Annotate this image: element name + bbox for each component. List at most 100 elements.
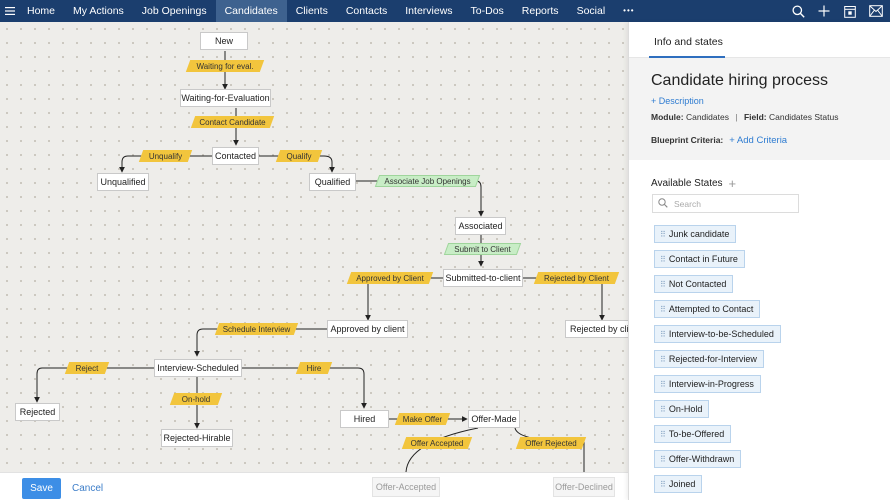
search-icon[interactable]	[790, 3, 806, 19]
transition-approved-by-client[interactable]: Approved by Client	[346, 272, 434, 284]
state-chip-label: Junk candidate	[668, 229, 730, 239]
drag-handle-icon[interactable]: ⠿	[660, 404, 666, 414]
transition-label: Waiting for eval.	[196, 61, 254, 71]
drag-handle-icon[interactable]: ⠿	[660, 254, 666, 264]
transition-make-offer[interactable]: Make Offer	[394, 413, 451, 425]
blueprint-canvas[interactable]: New Waiting-for-Evaluation Contacted Unq…	[0, 22, 628, 472]
drag-handle-icon[interactable]: ⠿	[660, 429, 666, 439]
transition-unqualify[interactable]: Unqualify	[138, 150, 193, 162]
nav-social[interactable]: Social	[576, 5, 606, 17]
state-chip[interactable]: ⠿To-be-Offered	[654, 425, 732, 443]
state-chip-label: Rejected-for-Interview	[668, 354, 757, 364]
add-description-link[interactable]: + Description	[651, 96, 704, 106]
state-offer-accepted[interactable]: Offer-Accepted	[372, 477, 440, 497]
transition-label: Reject	[75, 363, 99, 373]
state-contacted[interactable]: Contacted	[212, 147, 259, 165]
transition-hire[interactable]: Hire	[295, 362, 333, 374]
transition-label: Unqualify	[148, 151, 183, 161]
state-rejected[interactable]: Rejected	[15, 403, 60, 421]
state-interview-scheduled[interactable]: Interview-Scheduled	[154, 359, 242, 377]
drag-handle-icon[interactable]: ⠿	[660, 354, 666, 364]
save-button[interactable]: Save	[22, 478, 61, 499]
transition-contact-candidate[interactable]: Contact Candidate	[190, 116, 275, 128]
transition-reject[interactable]: Reject	[64, 362, 110, 374]
transition-qualify[interactable]: Qualify	[275, 150, 323, 162]
state-chip-label: Interview-to-be-Scheduled	[668, 329, 774, 339]
state-chip[interactable]: ⠿Attempted to Contact	[654, 300, 761, 318]
state-submitted-to-client[interactable]: Submitted-to-client	[443, 269, 523, 287]
state-waiting-for-evaluation[interactable]: Waiting-for-Evaluation	[180, 89, 271, 107]
state-associated[interactable]: Associated	[455, 217, 506, 235]
state-search-box[interactable]	[652, 194, 799, 213]
state-chip[interactable]: ⠿Interview-in-Progress	[654, 375, 761, 393]
transition-on-hold[interactable]: On-hold	[169, 393, 223, 405]
drag-handle-icon[interactable]: ⠿	[660, 304, 666, 314]
search-icon	[658, 197, 668, 211]
hamburger-menu-icon[interactable]	[2, 0, 18, 22]
more-tabs-button[interactable]: •••	[623, 6, 635, 15]
nav-candidates[interactable]: Candidates	[215, 0, 287, 22]
criteria-label: Blueprint Criteria:	[651, 135, 724, 145]
state-offer-declined[interactable]: Offer-Declined	[553, 477, 615, 497]
state-chip[interactable]: ⠿Rejected-for-Interview	[654, 350, 764, 368]
state-chip[interactable]: ⠿Offer-Withdrawn	[654, 450, 742, 468]
nav-my-actions[interactable]: My Actions	[73, 5, 124, 17]
state-chip[interactable]: ⠿Joined	[654, 475, 703, 493]
cancel-button[interactable]: Cancel	[72, 483, 104, 494]
state-approved-by-client[interactable]: Approved by client	[327, 320, 408, 338]
calendar-icon[interactable]	[842, 3, 858, 19]
state-chip[interactable]: ⠿Contact in Future	[654, 250, 745, 268]
drag-handle-icon[interactable]: ⠿	[660, 329, 666, 339]
panel-tab-bar: Info and states	[629, 22, 890, 58]
module-value: Candidates	[685, 112, 729, 122]
state-chip-label: Joined	[668, 479, 696, 489]
transition-offer-accepted[interactable]: Offer Accepted	[401, 437, 473, 449]
nav-home[interactable]: Home	[27, 5, 56, 17]
transition-offer-rejected[interactable]: Offer Rejected	[515, 437, 587, 449]
nav-contacts[interactable]: Contacts	[345, 5, 388, 17]
bottom-action-bar: Save Cancel Offer-Accepted Offer-Decline…	[0, 472, 628, 500]
state-chip[interactable]: ⠿Interview-to-be-Scheduled	[654, 325, 781, 343]
state-search-input[interactable]	[674, 198, 784, 209]
transition-rejected-by-client[interactable]: Rejected by Client	[533, 272, 620, 284]
transition-schedule-interview[interactable]: Schedule Interview	[214, 323, 299, 335]
drag-handle-icon[interactable]: ⠿	[660, 279, 666, 289]
field-label: Field:	[743, 112, 767, 122]
drag-handle-icon[interactable]: ⠿	[660, 379, 666, 389]
state-new[interactable]: New	[200, 32, 248, 50]
tab-info-and-states[interactable]: Info and states	[654, 36, 723, 48]
state-rejected-by-client[interactable]: Rejected by clie	[565, 320, 628, 338]
drag-handle-icon[interactable]: ⠿	[660, 229, 666, 239]
nav-interviews[interactable]: Interviews	[405, 5, 453, 17]
nav-reports[interactable]: Reports	[521, 5, 559, 17]
active-tab-indicator	[649, 56, 725, 58]
state-rejected-hirable[interactable]: Rejected-Hirable	[161, 429, 233, 447]
transition-label: Associate Job Openings	[384, 176, 471, 186]
transition-label: Schedule Interview	[222, 324, 291, 334]
available-states-header: Available States +	[651, 176, 736, 191]
transition-label: Hire	[306, 363, 322, 373]
nav-job-openings[interactable]: Job Openings	[141, 5, 207, 17]
state-chip[interactable]: ⠿Junk candidate	[654, 225, 737, 243]
transition-label: Rejected by Client	[544, 273, 609, 283]
add-state-icon[interactable]: +	[728, 176, 737, 191]
nav-clients[interactable]: Clients	[295, 5, 328, 17]
state-chip[interactable]: ⠿On-Hold	[654, 400, 710, 418]
add-criteria-link[interactable]: + Add Criteria	[729, 135, 788, 146]
blueprint-title: Candidate hiring process	[651, 72, 828, 89]
state-offer-made[interactable]: Offer-Made	[468, 410, 520, 428]
transition-label: Submit to Client	[454, 244, 511, 254]
state-hired[interactable]: Hired	[340, 410, 389, 428]
mail-icon[interactable]	[868, 3, 884, 19]
transition-waiting-for-eval[interactable]: Waiting for eval.	[185, 60, 265, 72]
state-qualified[interactable]: Qualified	[309, 173, 356, 191]
nav-to-dos[interactable]: To-Dos	[470, 5, 504, 17]
state-chip[interactable]: ⠿Not Contacted	[654, 275, 734, 293]
transition-label: Offer Rejected	[525, 438, 577, 448]
state-unqualified[interactable]: Unqualified	[97, 173, 149, 191]
transition-associate-job-openings[interactable]: Associate Job Openings	[374, 175, 481, 187]
transition-submit-to-client[interactable]: Submit to Client	[443, 243, 522, 255]
drag-handle-icon[interactable]: ⠿	[660, 479, 666, 489]
drag-handle-icon[interactable]: ⠿	[660, 454, 666, 464]
add-icon[interactable]	[816, 3, 832, 19]
